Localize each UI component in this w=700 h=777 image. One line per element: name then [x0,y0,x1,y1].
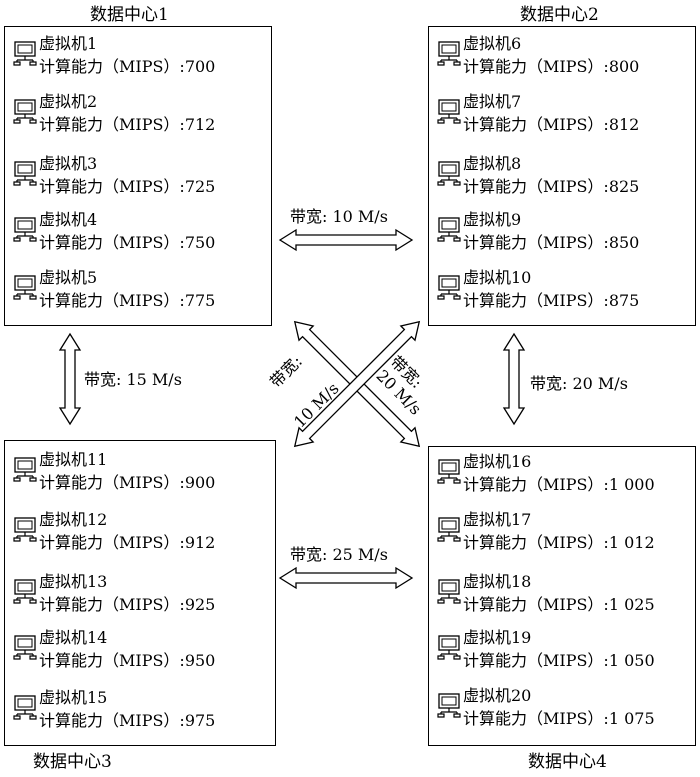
computer-icon [13,695,37,720]
vm-item: 虚拟机16 计算能力（MIPS）:1 000 [437,451,697,497]
datacenter-2-title: 数据中心2 [520,5,599,25]
vm-item: 虚拟机6 计算能力（MIPS）:800 [437,33,697,79]
vm-item: 虚拟机8 计算能力（MIPS）:825 [437,153,697,199]
computer-icon [13,517,37,542]
vm-item: 虚拟机3 计算能力（MIPS）:725 [13,153,273,199]
arrow-dc2-dc4 [502,332,526,426]
vm-name: 虚拟机2 [39,92,98,111]
vm-name: 虚拟机11 [39,450,108,469]
bandwidth-dc2-dc4: 带宽: 20 M/s [530,374,628,393]
vm-item: 虚拟机12 计算能力（MIPS）:912 [13,509,273,555]
vm-name: 虚拟机8 [463,154,522,173]
datacenter-4-title: 数据中心4 [528,752,607,772]
vm-item: 虚拟机11 计算能力（MIPS）:900 [13,449,273,495]
vm-mips: 计算能力（MIPS）:850 [463,233,640,252]
datacenter-2-box: 虚拟机6 计算能力（MIPS）:800 虚拟机7 计算能力（MIPS）:812 … [428,26,696,326]
vm-mips: 计算能力（MIPS）:800 [463,57,640,76]
vm-mips: 计算能力（MIPS）:925 [39,595,216,614]
vm-mips: 计算能力（MIPS）:712 [39,115,216,134]
vm-name: 虚拟机9 [463,210,522,229]
vm-mips: 计算能力（MIPS）:912 [39,533,216,552]
vm-mips: 计算能力（MIPS）:812 [463,115,640,134]
vm-name: 虚拟机4 [39,210,98,229]
vm-item: 虚拟机17 计算能力（MIPS）:1 012 [437,509,697,555]
vm-mips: 计算能力（MIPS）:750 [39,233,216,252]
vm-mips: 计算能力（MIPS）:1 000 [463,475,655,494]
computer-icon [13,457,37,482]
computer-icon [437,99,461,124]
vm-mips: 计算能力（MIPS）:1 025 [463,595,655,614]
bandwidth-dc3-dc4: 带宽: 25 M/s [290,545,388,564]
vm-name: 虚拟机3 [39,154,98,173]
vm-item: 虚拟机9 计算能力（MIPS）:850 [437,209,697,255]
vm-item: 虚拟机15 计算能力（MIPS）:975 [13,687,273,733]
vm-name: 虚拟机19 [463,628,532,647]
computer-icon [13,579,37,604]
computer-icon [13,635,37,660]
computer-icon [437,693,461,718]
vm-item: 虚拟机10 计算能力（MIPS）:875 [437,267,697,313]
vm-mips: 计算能力（MIPS）:975 [39,711,216,730]
bandwidth-dc1-dc2: 带宽: 10 M/s [290,207,388,226]
vm-name: 虚拟机10 [463,268,532,287]
arrow-dc3-dc4 [278,566,414,590]
vm-item: 虚拟机1 计算能力（MIPS）:700 [13,33,273,79]
vm-name: 虚拟机14 [39,628,108,647]
computer-icon [13,275,37,300]
computer-icon [13,217,37,242]
vm-mips: 计算能力（MIPS）:1 050 [463,651,655,670]
vm-mips: 计算能力（MIPS）:775 [39,291,216,310]
vm-name: 虚拟机15 [39,688,108,707]
computer-icon [437,459,461,484]
vm-mips: 计算能力（MIPS）:1 012 [463,533,655,552]
vm-name: 虚拟机5 [39,268,98,287]
vm-mips: 计算能力（MIPS）:900 [39,473,216,492]
computer-icon [437,275,461,300]
vm-name: 虚拟机1 [39,34,98,53]
datacenter-3-title: 数据中心3 [33,752,112,772]
vm-mips: 计算能力（MIPS）:700 [39,57,216,76]
vm-item: 虚拟机19 计算能力（MIPS）:1 050 [437,627,697,673]
vm-name: 虚拟机6 [463,34,522,53]
computer-icon [13,41,37,66]
vm-mips: 计算能力（MIPS）:725 [39,177,216,196]
vm-item: 虚拟机13 计算能力（MIPS）:925 [13,571,273,617]
vm-item: 虚拟机4 计算能力（MIPS）:750 [13,209,273,255]
vm-name: 虚拟机20 [463,686,532,705]
vm-mips: 计算能力（MIPS）:825 [463,177,640,196]
vm-mips: 计算能力（MIPS）:950 [39,651,216,670]
datacenter-1-box: 虚拟机1 计算能力（MIPS）:700 虚拟机2 计算能力（MIPS）:712 … [4,26,272,326]
vm-item: 虚拟机18 计算能力（MIPS）:1 025 [437,571,697,617]
vm-item: 虚拟机7 计算能力（MIPS）:812 [437,91,697,137]
vm-item: 虚拟机2 计算能力（MIPS）:712 [13,91,273,137]
computer-icon [437,41,461,66]
arrow-dc1-dc3 [58,332,82,426]
computer-icon [13,161,37,186]
vm-name: 虚拟机17 [463,510,532,529]
datacenter-4-box: 虚拟机16 计算能力（MIPS）:1 000 虚拟机17 计算能力（MIPS）:… [428,446,696,746]
vm-name: 虚拟机18 [463,572,532,591]
computer-icon [437,217,461,242]
vm-name: 虚拟机7 [463,92,522,111]
vm-item: 虚拟机20 计算能力（MIPS）:1 075 [437,685,697,731]
vm-mips: 计算能力（MIPS）:1 075 [463,709,655,728]
computer-icon [437,161,461,186]
vm-mips: 计算能力（MIPS）:875 [463,291,640,310]
computer-icon [437,579,461,604]
datacenter-3-box: 虚拟机11 计算能力（MIPS）:900 虚拟机12 计算能力（MIPS）:91… [4,440,276,746]
datacenter-1-title: 数据中心1 [90,5,169,25]
vm-item: 虚拟机14 计算能力（MIPS）:950 [13,627,273,673]
vm-name: 虚拟机12 [39,510,108,529]
computer-icon [13,99,37,124]
arrow-dc1-dc2 [278,228,414,252]
arrow-dc2-dc3 [293,320,421,448]
vm-name: 虚拟机13 [39,572,108,591]
vm-item: 虚拟机5 计算能力（MIPS）:775 [13,267,273,313]
vm-name: 虚拟机16 [463,452,532,471]
computer-icon [437,517,461,542]
bandwidth-dc1-dc3: 带宽: 15 M/s [84,370,182,389]
computer-icon [437,635,461,660]
